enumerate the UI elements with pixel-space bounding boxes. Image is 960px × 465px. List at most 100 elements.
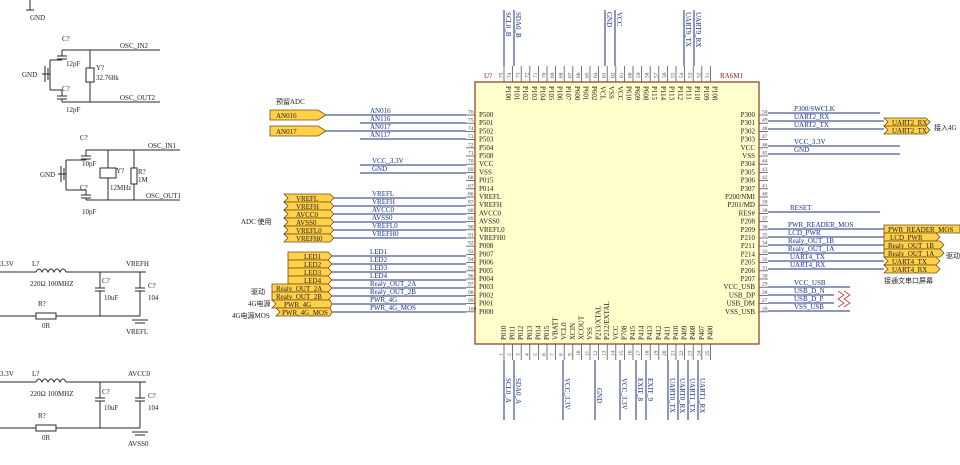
c-ref-4: C? — [80, 184, 88, 192]
pin-number: 68 — [559, 72, 565, 78]
pin-number: 16 — [628, 350, 634, 356]
pin-name: P502 — [479, 127, 494, 135]
flag-lcd-pwr: LCD_PWR — [890, 234, 923, 242]
pin-number: 49 — [762, 118, 768, 124]
net-relay-out-2b: Realy_OUT_2B — [370, 288, 416, 296]
mcu-ref: U? — [484, 72, 492, 80]
net-scl0-b: SCL0_B — [504, 12, 512, 37]
pin-number: 94 — [468, 257, 474, 263]
pin-number: 54 — [679, 72, 685, 78]
pin-number: 39 — [762, 200, 768, 206]
pin-number: 67 — [567, 72, 573, 78]
pin-name: VCC — [479, 160, 494, 168]
crystal-value-2: 12MHz — [110, 184, 131, 192]
pin-number: 55 — [671, 72, 677, 78]
c-value-7: 10uF — [104, 404, 119, 412]
net-p300-swclk: P300/SWCLK — [794, 105, 835, 113]
pin-number: 73 — [516, 72, 522, 78]
vin-label-2: 3.3V — [0, 370, 14, 378]
pin-number: 70 — [468, 159, 474, 165]
pin-name: P600 — [573, 86, 581, 101]
pin-number: 86 — [468, 192, 474, 198]
net-vrefl: VREFL — [372, 190, 394, 198]
pin-number: 87 — [468, 200, 474, 206]
net-pwr-reader-mos: PWR_READER_MOS — [788, 221, 853, 229]
pin-number: 45 — [762, 151, 768, 157]
net-relay-out-2a: Realy_OUT_2A — [370, 280, 416, 288]
pin-name: RES# — [739, 209, 756, 217]
note-connect-screen: 接通文串口屏幕 — [884, 276, 933, 285]
net-exit-8: EXIT_8 — [636, 378, 644, 401]
pin-name: P501 — [479, 119, 494, 127]
pin-number: 29 — [762, 282, 768, 288]
pin-name: P500 — [479, 111, 494, 119]
flag-relay-out-1b: Realy_OUT_1B — [888, 242, 934, 250]
net-uart0-tx: UART0_TX — [668, 378, 676, 413]
top-nets: SCL0_B SDA0_B GND VCC UART9_TX UART9_RX — [503, 10, 702, 66]
mcu-right-pins: 50P30049P30148P30247P30346VCC45VSS44P304… — [723, 110, 768, 316]
pin-number: 91 — [468, 233, 474, 239]
flag-relay-out-1a: Realy_OUT_1A — [888, 250, 934, 258]
net-uart1-tx: UART1_TX — [688, 378, 696, 413]
pin-name: P306 — [741, 177, 756, 185]
flag-relay-out-2b: Realy_OUT_2B — [276, 293, 322, 301]
pin-name: P211 — [741, 242, 756, 250]
net-gnd-right: GND — [794, 146, 809, 154]
flag-led4: LED4 — [304, 277, 322, 285]
bottom-nets: SCL0_A SDA0_A VCC_3.3V GND VCC_3.3V EXIT… — [503, 360, 706, 420]
net-sda0-a: SDA0_A — [514, 378, 522, 404]
pin-number: 35 — [762, 233, 768, 239]
crystal-12m-symbol — [99, 167, 117, 179]
pin-number: 26 — [762, 306, 768, 312]
note-adc-use: ADC 使用 — [241, 217, 272, 226]
pin-number: 98 — [468, 290, 474, 296]
pin-number: 11 — [585, 350, 591, 356]
avcc-filter-block: 3.3V L? 220Ω 100MHZ C? 10uF C? 104 AVCC0… — [0, 370, 159, 448]
c-ref: C? — [62, 35, 70, 43]
mcu-top-pins: 75P10074P10173P10272P10371P10470P10569P1… — [499, 66, 718, 101]
pin-name: P201/MD — [727, 201, 755, 209]
note-reserved-adc: 预留ADC — [276, 97, 305, 106]
pin-name: P113 — [667, 86, 675, 101]
c-ref-6: C? — [148, 282, 156, 290]
net-pwr-4g-mos: PWR_4G_MOS — [370, 304, 416, 312]
pin-name: P411 — [663, 325, 671, 340]
right-net-flags: UART2_RX UART2_TX PWR_READER_MOS LCD_PWR… — [883, 117, 960, 274]
pin-name: P100 — [504, 86, 512, 101]
c-ref-8: C? — [148, 392, 156, 400]
flag-avcc0: AVCC0 — [296, 211, 319, 219]
pin-number: 14 — [610, 350, 616, 356]
pin-name: P400 — [706, 325, 714, 340]
pin-name: P110 — [693, 86, 701, 101]
pin-name: VSS — [607, 86, 615, 99]
pin-name: P304 — [741, 160, 756, 168]
net-uart4-rx: UART4_RX — [790, 261, 825, 269]
net-vss-usb: VSS_USB — [794, 303, 824, 311]
pin-name: P015 — [479, 177, 494, 185]
pin-number: 12 — [593, 350, 599, 356]
inductor-symbol-2 — [35, 378, 67, 384]
pin-number: 17 — [636, 350, 642, 356]
net-uart9-rx: UART9_RX — [694, 12, 702, 47]
mcu-part: RA6M1 — [720, 72, 743, 80]
pin-number: 5 — [533, 353, 539, 356]
pin-number: 3 — [516, 353, 522, 356]
net-led3: LED3 — [370, 264, 388, 272]
pin-name: P002 — [479, 291, 494, 299]
net-an116: AN116 — [370, 115, 391, 123]
flag-vrefl0: VREFL0 — [296, 227, 322, 235]
pin-name: P300 — [741, 111, 756, 119]
pin-number: 18 — [645, 350, 651, 356]
net-gnd-top: GND — [605, 12, 613, 27]
net-relay-out-1a: Realy_OUT_1A — [788, 245, 834, 253]
pin-number: 40 — [762, 192, 768, 198]
pin-name: P412 — [655, 325, 663, 340]
pin-name: VSS — [742, 152, 755, 160]
c-value-6: 104 — [148, 294, 159, 302]
pin-number: 75 — [468, 118, 474, 124]
pin-number: 27 — [762, 298, 768, 304]
net-vcc: VCC_3.3V — [372, 157, 404, 165]
net-sda0-b: SDA0_B — [514, 12, 522, 38]
pin-name: P301 — [741, 119, 756, 127]
c-value-5: 10uF — [104, 294, 119, 302]
